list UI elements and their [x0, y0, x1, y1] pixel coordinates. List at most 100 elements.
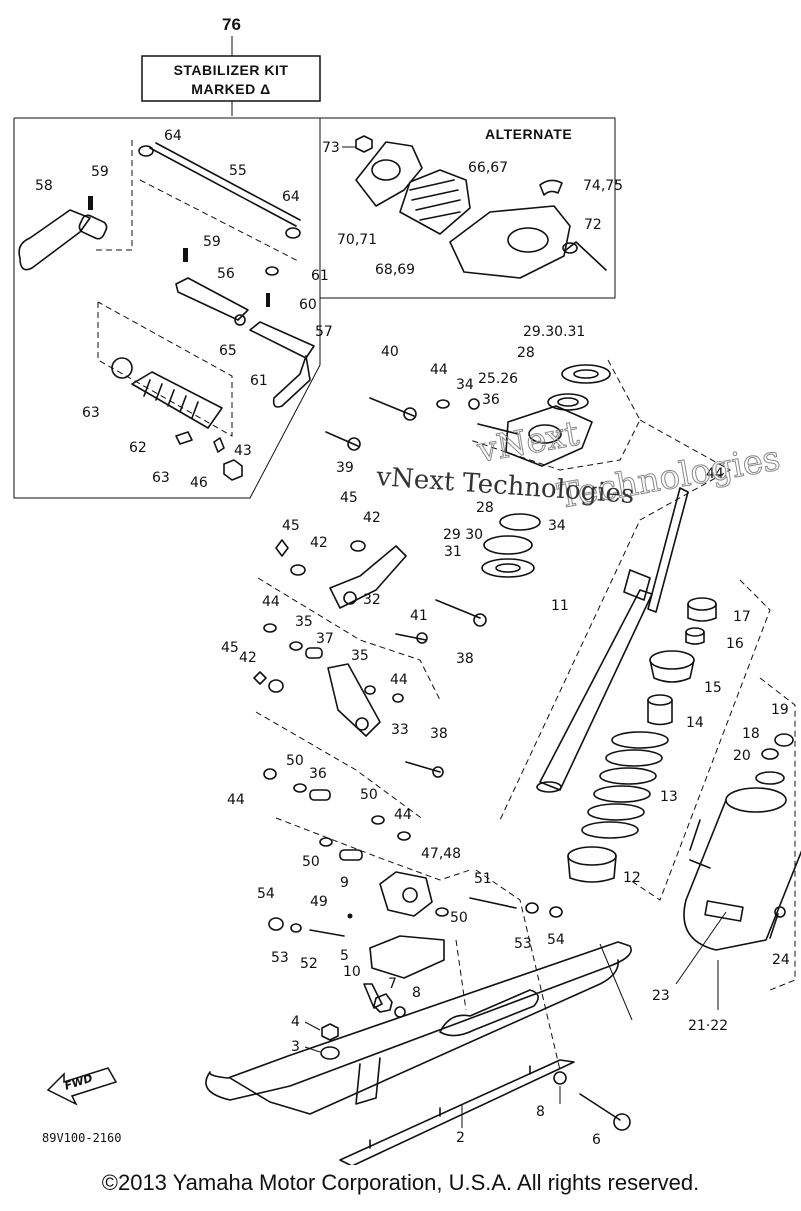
part-38-bolt: [435, 599, 481, 619]
label-32: 32: [363, 592, 381, 608]
part-50-bushing-d: [435, 907, 449, 917]
label-25-26: 25.26: [478, 371, 518, 387]
label-31: 31: [444, 544, 462, 560]
part-16-collar: [685, 627, 705, 645]
label-11: 11: [551, 598, 569, 614]
label-54b: 54: [547, 932, 565, 948]
label-38: 38: [456, 651, 474, 667]
bolt-head: [562, 242, 578, 254]
part-29-31-washer-stack-top: [561, 364, 611, 384]
bolt-39-head: [347, 437, 361, 451]
part-29-31-washer-stack-bottom: [481, 535, 535, 578]
part-72-bolt: [565, 241, 607, 271]
label-16: 16: [726, 636, 744, 652]
label-56: 56: [217, 266, 235, 282]
label-35: 35: [295, 614, 313, 630]
part-56-shaft: [175, 277, 249, 321]
label-64: 64: [164, 128, 182, 144]
bolt-38b-head: [432, 766, 444, 778]
leader-23: [675, 911, 727, 985]
kit-number-label: 76: [222, 15, 241, 34]
label-50: 50: [286, 753, 304, 769]
arm-hub: [78, 214, 108, 240]
label-34: 34: [456, 377, 474, 393]
label-4: 4: [291, 1014, 300, 1030]
label-44: 44: [430, 362, 448, 378]
label-14: 14: [686, 715, 704, 731]
part-39-bolt: [325, 431, 359, 447]
label-33: 33: [391, 722, 409, 738]
leader-4: [304, 1021, 321, 1031]
dash-ski-1: [455, 939, 467, 1011]
part-60-pin: [266, 293, 270, 307]
leader-3: [304, 1046, 321, 1053]
label-57: 57: [315, 324, 333, 340]
watermark: vNext Technologies vNext Technologies: [375, 413, 784, 517]
label-44b: 44: [706, 466, 724, 482]
part-68-69-boot: [399, 169, 471, 235]
label-66-67: 66,67: [468, 160, 508, 176]
part-8-washer-b: [553, 1071, 567, 1085]
label-36b: 36: [309, 766, 327, 782]
dash-spindle: [759, 677, 796, 991]
part-15-spring-seat: [649, 650, 695, 683]
dash-ski-2: [475, 869, 561, 1071]
label-28: 28: [517, 345, 535, 361]
dash-upper-mount: [469, 359, 641, 471]
part-13-coil-spring: [581, 731, 669, 839]
part-21-22-spindle-housing: [683, 787, 801, 951]
label-2: 2: [456, 1130, 465, 1146]
part-18-washer: [761, 748, 779, 760]
part-44-washer-f: [397, 831, 411, 841]
label-54: 54: [257, 886, 275, 902]
part-54-cap: [549, 906, 563, 918]
part-44-washer: [436, 399, 450, 409]
part-36-pin: [477, 423, 519, 435]
part-59-pin: [88, 196, 93, 210]
part-41-bolt: [395, 633, 427, 641]
label-59: 59: [91, 164, 109, 180]
cover-window: [507, 227, 549, 253]
label-8: 8: [412, 985, 421, 1001]
part-6-bolt: [579, 1093, 621, 1121]
label-53: 53: [271, 950, 289, 966]
part-14-bump-stop: [647, 694, 673, 726]
part-7-nut: [373, 993, 393, 1013]
part-3-washer: [320, 1046, 340, 1060]
part-34-bushing: [468, 398, 480, 410]
label-39: 39: [336, 460, 354, 476]
label-15: 15: [704, 680, 722, 696]
bolt-24-head: [774, 906, 786, 918]
label-37: 37: [316, 631, 334, 647]
part-42-nut: [290, 564, 306, 576]
bolt-41-head: [416, 632, 428, 644]
part-49-grease-nipple: [347, 913, 353, 919]
dash-lower-1: [255, 711, 425, 821]
dash-62: [97, 301, 233, 437]
part-74-75-clip: [539, 179, 563, 196]
part-24-bolt: [769, 913, 779, 939]
part-44-washer-e: [263, 768, 277, 780]
watermark-outline-1: vNext: [474, 414, 583, 471]
part-61-clip: [265, 266, 279, 276]
label-35b: 35: [351, 648, 369, 664]
label-50d: 50: [450, 910, 468, 926]
diagram-code: 89V100-2160: [42, 1131, 121, 1145]
label-50c: 50: [302, 854, 320, 870]
label-45c: 45: [221, 640, 239, 656]
label-41: 41: [410, 608, 428, 624]
label-8b: 8: [536, 1104, 545, 1120]
label-50b: 50: [360, 787, 378, 803]
label-21-22: 21·22: [688, 1018, 728, 1034]
label-13: 13: [660, 789, 678, 805]
part-17-cap: [687, 597, 717, 622]
label-53b: 53: [514, 936, 532, 952]
label-46: 46: [190, 475, 208, 491]
label-45: 45: [340, 490, 358, 506]
label-61b: 61: [250, 373, 268, 389]
label-70-71: 70,71: [337, 232, 377, 248]
part-43: [213, 437, 225, 453]
kit-title-line1: STABILIZER KIT: [174, 62, 289, 78]
part-64-washer-b: [285, 227, 301, 239]
part-36-pin-b: [309, 789, 331, 801]
